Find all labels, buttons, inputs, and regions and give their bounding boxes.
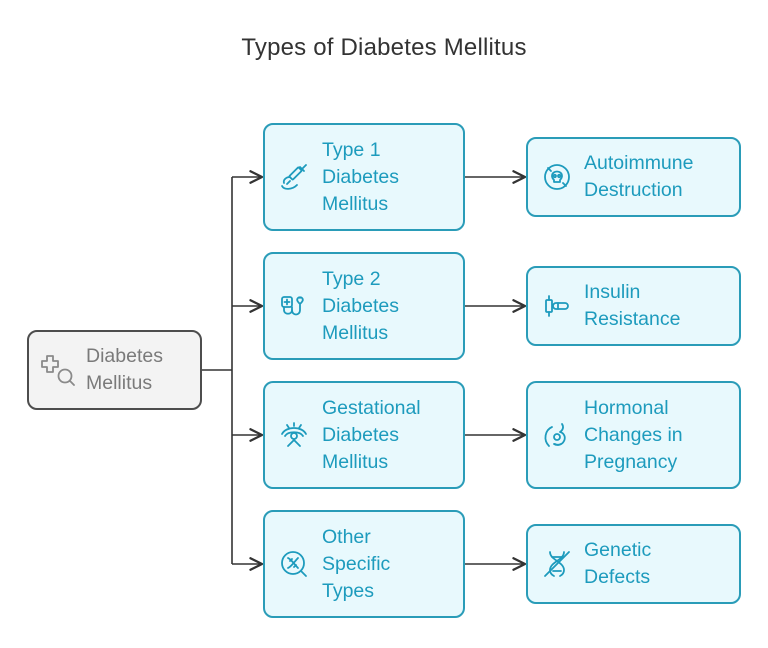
gestational-label: Gestational Diabetes Mellitus xyxy=(322,396,421,473)
root-node-label: Diabetes Mellitus xyxy=(86,345,163,394)
dna-search-icon xyxy=(279,549,309,579)
node-insulin-resistance: Insulin Resistance xyxy=(526,266,741,346)
pregnancy-icon xyxy=(279,420,309,450)
dna-crossed-icon xyxy=(542,549,572,579)
insulin-pen-icon xyxy=(542,291,572,321)
genetic-defects-label: Genetic Defects xyxy=(584,539,652,588)
syringe-icon xyxy=(279,162,309,192)
node-genetic-defects: Genetic Defects xyxy=(526,524,741,604)
node-type-1-diabetes: Type 1 Diabetes Mellitus xyxy=(263,123,465,231)
node-gestational-diabetes: Gestational Diabetes Mellitus xyxy=(263,381,465,489)
skull-badge-icon xyxy=(542,162,572,192)
type-1-label: Type 1 Diabetes Mellitus xyxy=(322,138,399,215)
fetus-icon xyxy=(542,420,572,450)
root-node-diabetes-mellitus: Diabetes Mellitus xyxy=(27,330,202,410)
node-type-2-diabetes: Type 2 Diabetes Mellitus xyxy=(263,252,465,360)
type-2-label: Type 2 Diabetes Mellitus xyxy=(322,267,399,344)
autoimmune-label: Autoimmune Destruction xyxy=(584,152,694,201)
node-autoimmune-destruction: Autoimmune Destruction xyxy=(526,137,741,217)
diagram-title: Types of Diabetes Mellitus xyxy=(241,34,527,61)
hormonal-changes-label: Hormonal Changes in Pregnancy xyxy=(584,396,683,473)
other-types-label: Other Specific Types xyxy=(322,525,391,602)
medical-search-icon xyxy=(41,352,77,388)
stethoscope-icon xyxy=(279,291,309,321)
node-hormonal-changes: Hormonal Changes in Pregnancy xyxy=(526,381,741,489)
node-other-specific-types: Other Specific Types xyxy=(263,510,465,618)
insulin-resistance-label: Insulin Resistance xyxy=(584,281,681,330)
